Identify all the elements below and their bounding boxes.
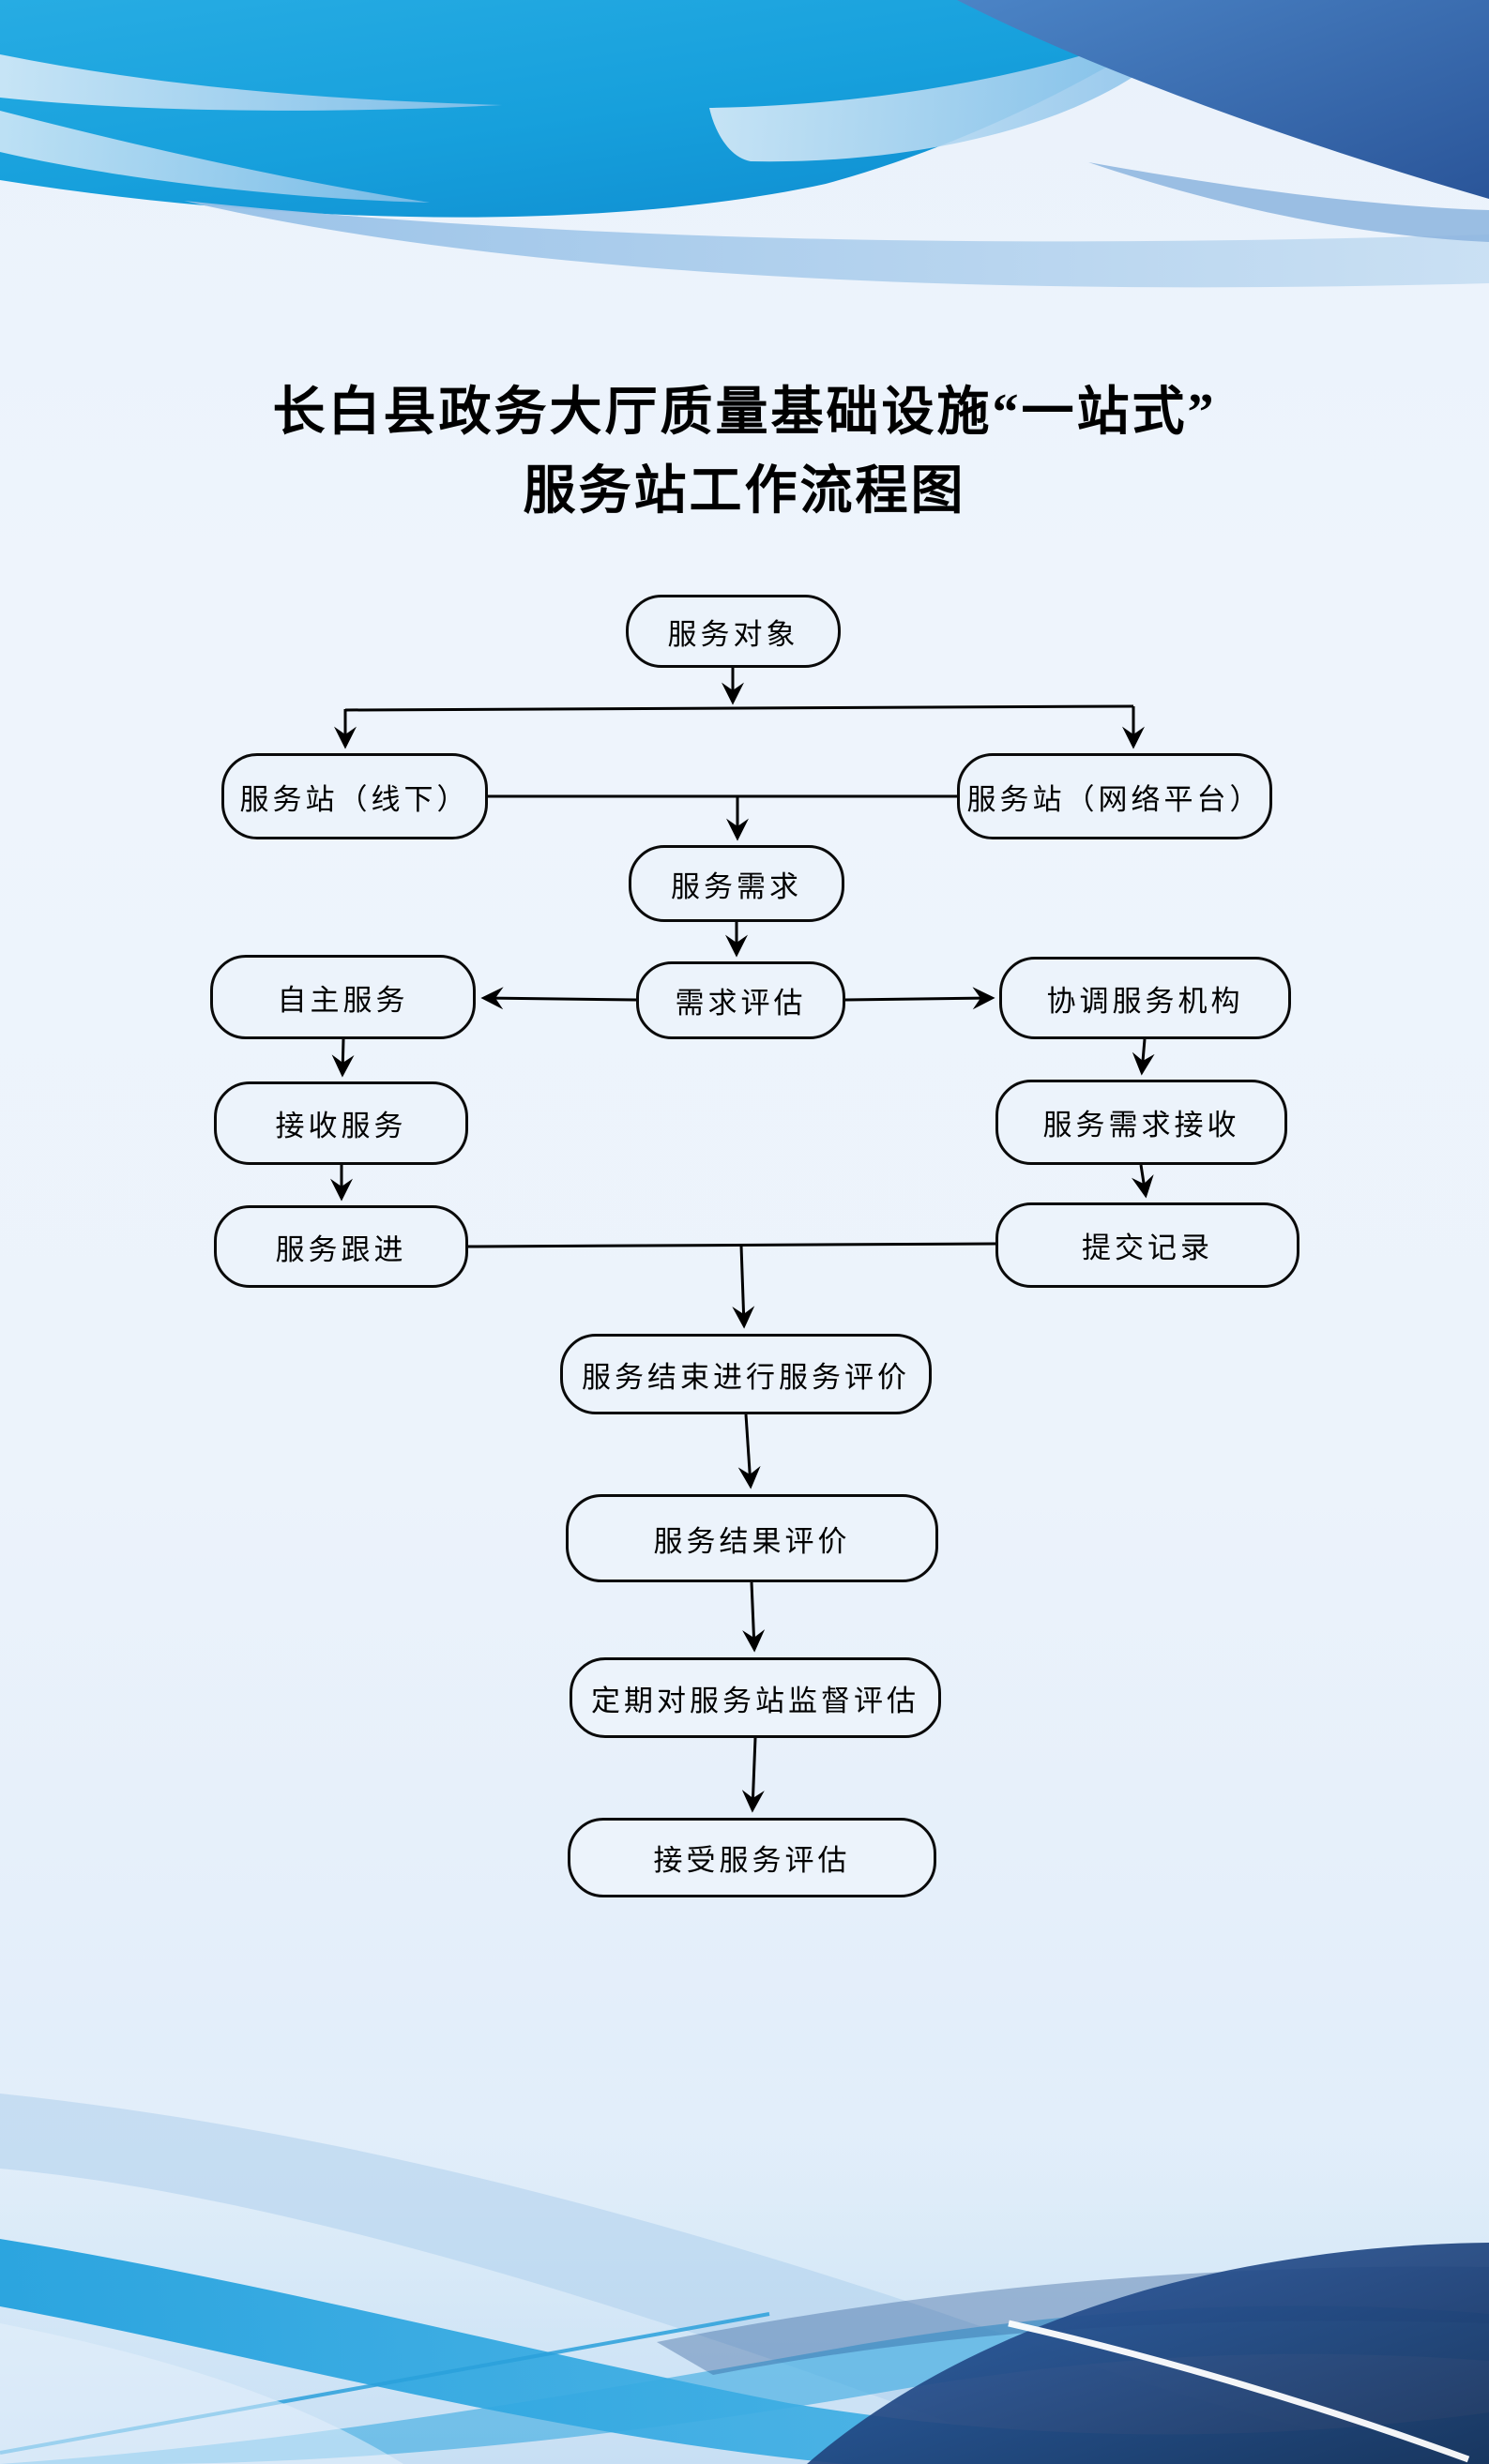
page-title-line1: 长白县政务大厅质量基础设施“一站式”	[272, 384, 1217, 442]
flow-node-self-service: 自主服务	[210, 955, 476, 1039]
flow-node-result-evaluation: 服务结果评价	[566, 1494, 938, 1582]
bottom-wave-decoration	[0, 2042, 1489, 2464]
flow-node-service-object: 服务对象	[626, 595, 841, 668]
flow-node-service-followup: 服务跟进	[214, 1205, 468, 1288]
flow-node-submit-record: 提交记录	[995, 1202, 1299, 1288]
flow-node-receive-service: 接收服务	[214, 1081, 468, 1165]
top-wave-decoration	[0, 0, 1489, 288]
flow-node-periodic-supervision: 定期对服务站监督评估	[570, 1657, 941, 1738]
page-title-line2: 服务站工作流程图	[523, 462, 966, 521]
flow-node-demand-reception: 服务需求接收	[995, 1080, 1287, 1165]
flow-node-station-online: 服务站（网络平台）	[957, 753, 1272, 839]
flow-node-end-evaluation: 服务结束进行服务评价	[560, 1334, 932, 1414]
page-title: 长白县政务大厅质量基础设施“一站式” 服务站工作流程图	[0, 373, 1489, 531]
flow-node-service-demand: 服务需求	[629, 845, 844, 922]
flow-node-station-offline: 服务站（线下）	[221, 753, 488, 839]
flow-node-demand-assessment: 需求评估	[636, 961, 845, 1039]
flow-node-accept-evaluation: 接受服务评估	[568, 1818, 936, 1897]
flow-node-coordinate-agency: 协调服务机构	[999, 957, 1291, 1039]
